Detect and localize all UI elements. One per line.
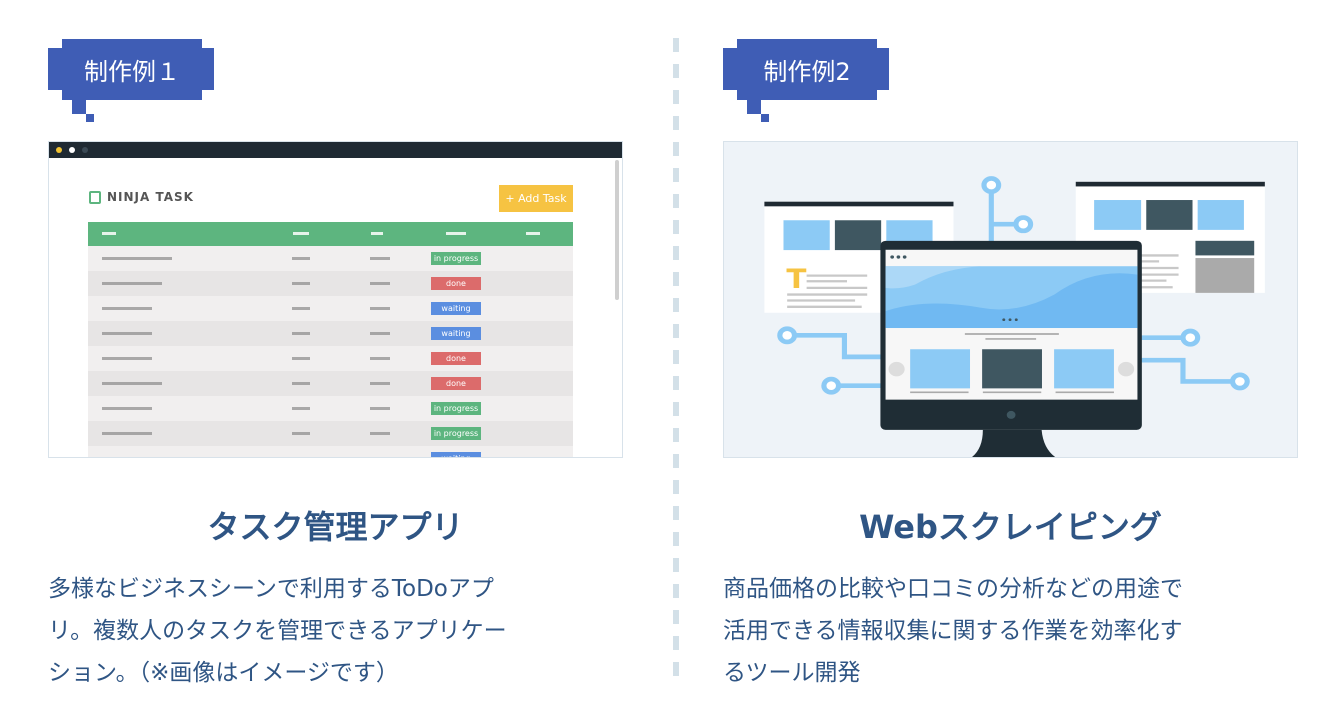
example-badge-2: 制作例2 xyxy=(723,39,893,129)
table-header xyxy=(88,222,573,246)
description-line: リ。複数人のタスクを管理できるアプリケー xyxy=(48,618,507,644)
status-badge: in progress xyxy=(431,252,481,265)
table-row: waiting xyxy=(88,446,573,457)
task-app-screenshot: NINJA TASK + Add Task in progress done wai… xyxy=(48,141,623,458)
status-badge: in progress xyxy=(431,427,481,440)
work-description-2: 商品価格の比較や口コミの分析などの用途で 活用できる情報収集に関する作業を効率化… xyxy=(723,568,1183,694)
svg-text:T: T xyxy=(786,263,806,294)
description-line: 商品価格の比較や口コミの分析などの用途で xyxy=(723,576,1183,602)
description-line: 活用できる情報収集に関する作業を効率化す xyxy=(723,618,1183,644)
table-row: in progress xyxy=(88,396,573,421)
status-badge: done xyxy=(431,277,481,290)
web-scraping-illustration: T xyxy=(723,141,1298,458)
status-badge: waiting xyxy=(431,452,481,457)
divider xyxy=(673,38,679,688)
scraping-illustration-svg: T xyxy=(764,176,1265,457)
calendar-icon xyxy=(89,190,101,204)
app-name: NINJA TASK xyxy=(107,190,194,204)
work-title-2: Webスクレイピング xyxy=(859,508,1162,546)
scrollbar xyxy=(615,160,619,300)
add-task-button: + Add Task xyxy=(499,185,573,212)
window-titlebar xyxy=(49,142,622,158)
table-row: waiting xyxy=(88,321,573,346)
badge-label: 制作例１ xyxy=(84,58,180,86)
app-logo: NINJA TASK xyxy=(89,190,194,204)
status-badge: done xyxy=(431,352,481,365)
example-badge-1: 制作例１ xyxy=(48,39,218,129)
table-row: done xyxy=(88,271,573,296)
status-badge: waiting xyxy=(431,302,481,315)
work-description-1: 多様なビジネスシーンで利用するToDoアプ リ。複数人のタスクを管理できるアプリ… xyxy=(48,568,507,694)
table-row: in progress xyxy=(88,421,573,446)
table-row: done xyxy=(88,371,573,396)
table-row: in progress xyxy=(88,246,573,271)
task-table: in progress done waiting waiting done done in … xyxy=(88,222,573,457)
work-title-1: タスク管理アプリ xyxy=(207,508,464,546)
badge-label: 制作例2 xyxy=(763,58,851,86)
status-badge: waiting xyxy=(431,327,481,340)
description-line: るツール開発 xyxy=(723,660,861,686)
table-row: done xyxy=(88,346,573,371)
description-line: ション。（※画像はイメージです） xyxy=(48,660,399,686)
description-line: 多様なビジネスシーンで利用するToDoアプ xyxy=(48,576,494,602)
status-badge: done xyxy=(431,377,481,390)
table-row: waiting xyxy=(88,296,573,321)
status-badge: in progress xyxy=(431,402,481,415)
